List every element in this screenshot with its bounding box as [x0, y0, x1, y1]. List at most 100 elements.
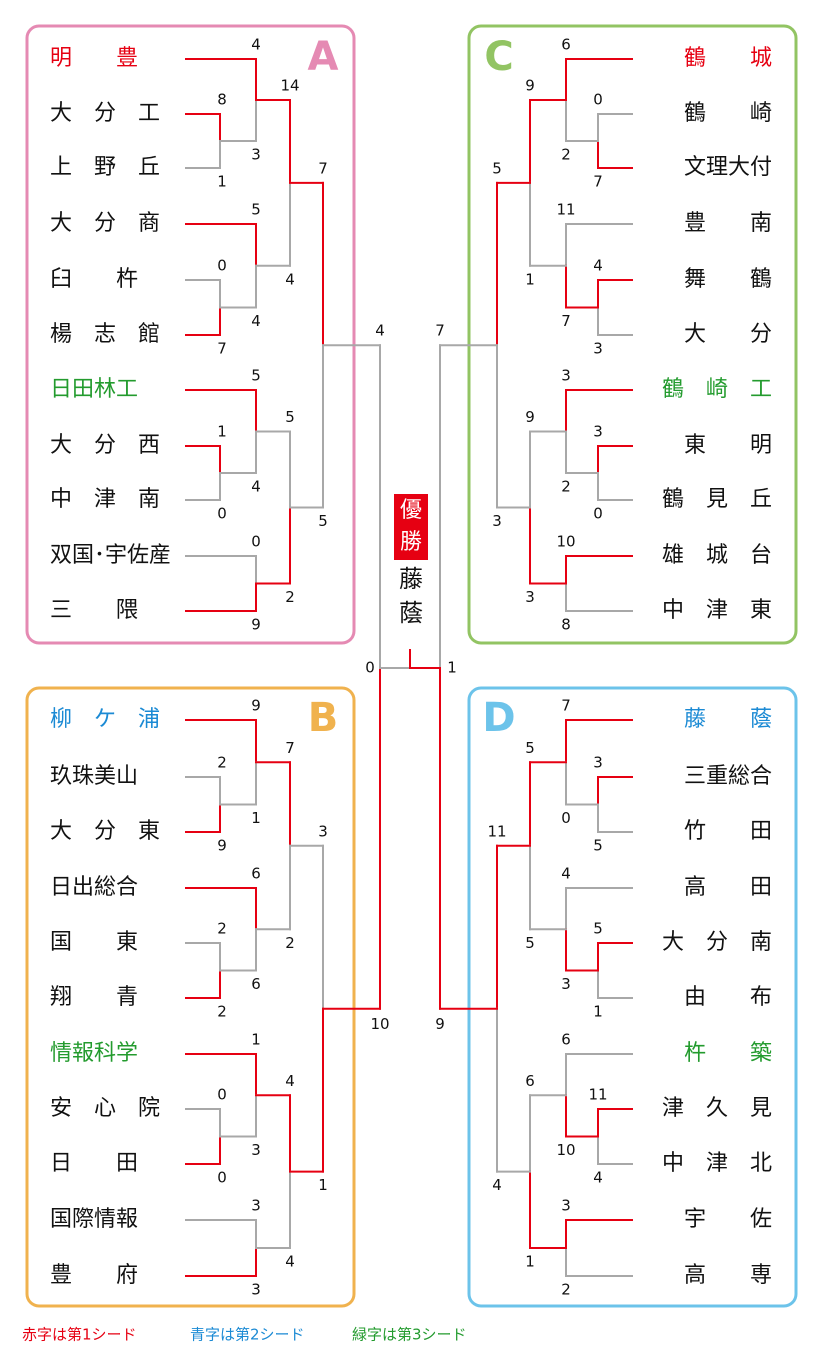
score-label: 5	[285, 408, 295, 426]
score-label: 1	[447, 659, 457, 677]
score-label: 3	[492, 512, 502, 530]
score-label: 1	[217, 173, 227, 191]
team-name: 中 津 北	[662, 1151, 772, 1176]
team-name: 楊 志 館	[50, 322, 160, 347]
team-name: 国際情報	[50, 1207, 138, 1232]
score-label: 5	[593, 837, 603, 855]
score-label: 11	[487, 822, 506, 840]
score-label: 11	[556, 201, 575, 219]
score-label: 1	[593, 1003, 603, 1021]
block-letter-b: B	[308, 695, 339, 741]
score-label: 6	[251, 975, 261, 993]
score-label: 5	[492, 159, 502, 177]
score-label: 3	[561, 975, 571, 993]
score-label: 14	[280, 77, 299, 95]
score-label: 2	[561, 478, 571, 496]
score-label: 4	[251, 312, 261, 330]
score-label: 5	[251, 367, 261, 385]
score-label: 3	[561, 367, 571, 385]
champion-badge	[394, 494, 428, 560]
score-label: 4	[285, 270, 295, 288]
score-label: 10	[370, 1015, 389, 1033]
score-label: 9	[217, 837, 227, 855]
team-name: 翔 青	[50, 985, 138, 1010]
team-name: 高 田	[684, 875, 772, 900]
score-label: 10	[556, 533, 575, 551]
score-label: 3	[251, 146, 261, 164]
score-label: 4	[285, 1253, 295, 1271]
block-frame-C	[467, 24, 798, 645]
champion-name: 藤	[399, 565, 423, 593]
score-label: 1	[525, 270, 535, 288]
team-name: 中 津 東	[662, 598, 772, 623]
score-label: 5	[593, 920, 603, 938]
team-name: 鶴 見 丘	[662, 487, 772, 512]
team-name: 国 東	[50, 930, 138, 955]
team-name: 情報科学	[50, 1041, 138, 1066]
score-label: 11	[588, 1086, 607, 1104]
score-label: 9	[435, 1015, 445, 1033]
team-name: 高 専	[684, 1263, 772, 1288]
seed-legend-item: 青字は第2シード	[190, 1326, 305, 1344]
score-label: 9	[525, 408, 535, 426]
score-label: 0	[365, 659, 375, 677]
score-label: 1	[251, 809, 261, 827]
score-label: 3	[561, 1197, 571, 1215]
score-label: 4	[375, 322, 385, 340]
team-name: 東 明	[684, 433, 772, 458]
champion-name: 蔭	[399, 599, 423, 627]
score-label: 2	[217, 1003, 227, 1021]
score-label: 7	[285, 739, 295, 757]
score-label: 8	[217, 91, 227, 109]
score-label: 5	[525, 934, 535, 952]
champion-badge-text: 勝	[400, 530, 422, 555]
score-label: 0	[217, 505, 227, 523]
team-name: 上 野 丘	[50, 155, 160, 180]
champion-badge-text: 優	[400, 498, 422, 523]
score-label: 3	[318, 822, 328, 840]
score-label: 6	[525, 1072, 535, 1090]
team-name: 文理大付	[684, 155, 772, 180]
score-label: 1	[217, 423, 227, 441]
score-label: 3	[251, 1197, 261, 1215]
score-label: 3	[593, 423, 603, 441]
team-name: 豊 南	[684, 211, 772, 236]
score-label: 6	[561, 36, 571, 54]
score-label: 6	[561, 1031, 571, 1049]
score-label: 9	[251, 697, 261, 715]
score-label: 5	[525, 739, 535, 757]
team-name: 玖珠美山	[50, 764, 138, 789]
team-name: 日 田	[50, 1151, 138, 1176]
block-frame-D	[467, 686, 798, 1308]
team-name: 日出総合	[50, 875, 138, 900]
score-label: 0	[217, 1169, 227, 1187]
score-label: 3	[593, 754, 603, 772]
team-name: 臼 杵	[50, 267, 138, 292]
block-letter-c: C	[484, 34, 513, 80]
team-name: 安 心 院	[50, 1096, 160, 1121]
score-label: 1	[318, 1176, 328, 1194]
team-name: 大 分 東	[50, 819, 160, 844]
team-name: 大 分 南	[662, 930, 772, 955]
score-label: 8	[561, 616, 571, 634]
score-label: 2	[561, 1281, 571, 1299]
score-label: 3	[251, 1141, 261, 1159]
team-name: 大 分 西	[50, 433, 160, 458]
score-label: 4	[593, 257, 603, 275]
score-label: 0	[217, 257, 227, 275]
score-label: 4	[593, 1169, 603, 1187]
score-label: 2	[561, 146, 571, 164]
score-label: 2	[217, 754, 227, 772]
score-label: 9	[251, 616, 261, 634]
score-label: 1	[251, 1031, 261, 1049]
team-name: 竹 田	[684, 819, 772, 844]
team-name: 双国･宇佐産	[50, 543, 171, 568]
score-label: 0	[217, 1086, 227, 1104]
score-label: 4	[251, 478, 261, 496]
team-name: 由 布	[684, 985, 772, 1010]
score-label: 2	[217, 920, 227, 938]
score-label: 7	[561, 312, 571, 330]
team-name: 豊 府	[50, 1263, 138, 1288]
